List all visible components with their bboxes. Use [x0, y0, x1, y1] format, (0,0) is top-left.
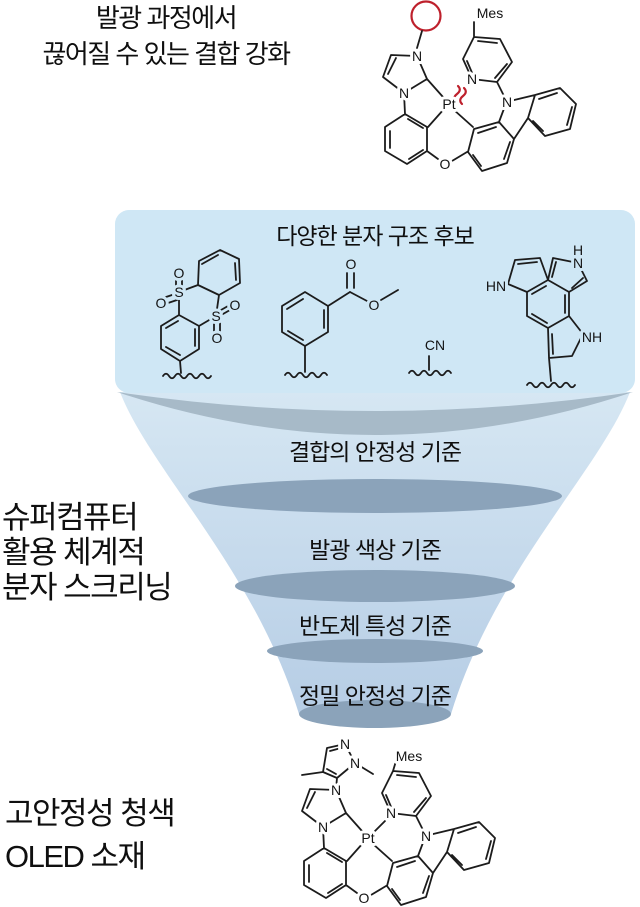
molecule-nitrile [408, 355, 452, 377]
atom-label: O [359, 890, 370, 906]
top-annotation: 발광 과정에서 끊어질 수 있는 결합 강화 [0, 0, 332, 72]
top-annotation-line: 발광 과정에서 [95, 3, 238, 33]
atom-label: N [573, 255, 583, 271]
atom-label: N [350, 755, 360, 771]
funnel-level-label-4: 정밀 안정성 기준 [299, 683, 452, 709]
funnel-ellipse [267, 639, 483, 663]
result-label-line: OLED 소재 [5, 839, 146, 874]
result-label-line: 고안정성 청색 [5, 796, 176, 831]
pt-complex-bonds [382, 21, 577, 172]
funnel-level-label-2: 발광 색상 기준 [309, 537, 442, 563]
atom-label: HN [486, 278, 506, 294]
funnel-ellipse [188, 479, 562, 513]
atom-label: N [412, 48, 422, 64]
atom-label: N [467, 71, 477, 87]
atom-label: S [211, 308, 220, 324]
top-annotation-line: 끊어질 수 있는 결합 강화 [42, 39, 291, 69]
atom-label: CN [425, 337, 445, 353]
atom-label: Pt [442, 96, 455, 112]
atom-label: O [212, 330, 223, 346]
molecule-tripyrrole [507, 257, 588, 389]
funnel-ellipse [235, 570, 515, 602]
funnel-ellipse [299, 700, 451, 728]
atom-label: N [502, 94, 512, 110]
funnel-top-rim [117, 392, 633, 435]
process-label: 슈퍼컴퓨터 활용 체계적 분자 스크리닝 [2, 500, 173, 605]
atom-label: O [440, 156, 451, 172]
molecule-ester [281, 272, 399, 379]
funnel-level-label-1: 결합의 안정성 기준 [288, 439, 462, 465]
atom-label: H [573, 242, 583, 258]
funnel-body [120, 392, 630, 714]
atom-label: S [174, 284, 183, 300]
molecule-sulfone [160, 249, 241, 380]
atom-label: O [369, 297, 380, 313]
pt-complex-candidate: N N PtO N N Mes [382, 0, 577, 175]
atom-label: N [318, 819, 328, 835]
process-label-line: 슈퍼컴퓨터 [2, 500, 139, 535]
funnel-level-label-3: 반도체 특성 기준 [299, 613, 452, 639]
process-label-line: 활용 체계적 [2, 535, 146, 570]
atom-label: O [156, 295, 167, 311]
atom-label: N [340, 736, 350, 752]
substituent-placeholder-circle [410, 0, 442, 32]
atom-label: Pt [361, 830, 374, 846]
atom-label: O [174, 265, 185, 281]
atom-label: O [230, 297, 241, 313]
process-label-line: 분자 스크리닝 [2, 570, 173, 605]
atom-label: N [386, 805, 396, 821]
result-label: 고안정성 청색 OLED 소재 [5, 792, 176, 878]
breaking-bond-squiggle [453, 84, 467, 106]
atom-label: N [399, 85, 409, 101]
atom-label: N [331, 782, 341, 798]
atom-label: O [346, 256, 357, 272]
pt-complex-bonds [301, 743, 496, 906]
atom-label: Mes [396, 748, 422, 764]
atom-label: Mes [477, 5, 503, 21]
candidate-box-background [115, 210, 635, 393]
atom-label: N [421, 828, 431, 844]
funnel-graphic [117, 392, 633, 728]
atom-label: NH [582, 329, 602, 345]
candidate-box-title: 다양한 분자 구조 후보 [276, 223, 475, 249]
